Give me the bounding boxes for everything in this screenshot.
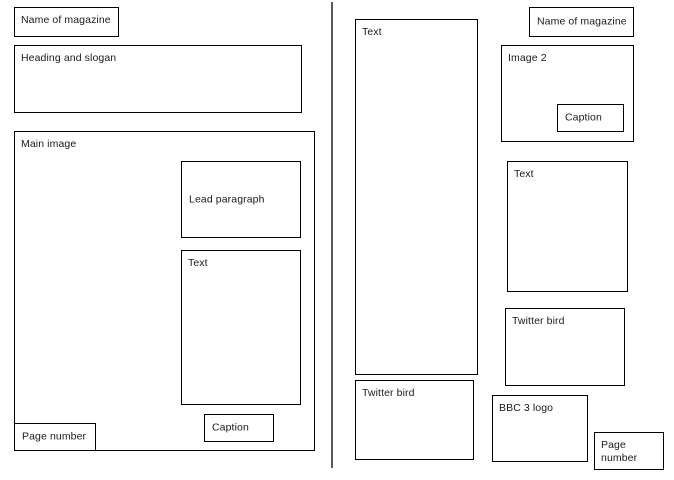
left-page-number-box[interactable]: Page number bbox=[14, 423, 96, 451]
left-lead-paragraph-label: Lead paragraph bbox=[189, 193, 265, 205]
middle-text-box[interactable]: Text bbox=[355, 19, 478, 375]
right-image-two-box[interactable]: Image 2 bbox=[501, 45, 634, 142]
left-masthead-box[interactable]: Name of magazine bbox=[14, 7, 119, 37]
left-caption-box[interactable]: Caption bbox=[204, 414, 274, 442]
right-page-number-box[interactable]: Page number bbox=[594, 432, 664, 470]
middle-twitter-bird-box[interactable]: Twitter bird bbox=[355, 380, 474, 460]
right-twitter-bird-label: Twitter bird bbox=[512, 315, 565, 327]
right-bbc-logo-label: BBC 3 logo bbox=[499, 402, 554, 414]
left-heading-slogan-label: Heading and slogan bbox=[21, 52, 117, 64]
right-text-box[interactable]: Text bbox=[507, 161, 628, 292]
left-text-label: Text bbox=[188, 257, 208, 269]
page-divider bbox=[331, 2, 333, 468]
right-bbc-logo-box[interactable]: BBC 3 logo bbox=[492, 395, 588, 462]
left-lead-paragraph-box[interactable]: Lead paragraph bbox=[181, 161, 301, 238]
right-masthead-box[interactable]: Name of magazine bbox=[529, 7, 634, 37]
right-twitter-bird-box[interactable]: Twitter bird bbox=[505, 308, 625, 386]
right-page-number-label: Page number bbox=[601, 439, 638, 464]
left-caption-label: Caption bbox=[212, 421, 249, 434]
middle-text-label: Text bbox=[362, 26, 382, 38]
right-text-label: Text bbox=[514, 168, 534, 180]
left-masthead-label: Name of magazine bbox=[21, 14, 111, 26]
middle-twitter-bird-label: Twitter bird bbox=[362, 387, 415, 399]
right-image-two-caption-label: Caption bbox=[565, 111, 602, 124]
left-main-image-label: Main image bbox=[21, 138, 77, 150]
right-image-two-label: Image 2 bbox=[508, 52, 547, 64]
right-image-two-caption-box[interactable]: Caption bbox=[557, 104, 624, 132]
left-page-number-label: Page number bbox=[22, 430, 87, 443]
right-masthead-label: Name of magazine bbox=[537, 15, 627, 28]
left-heading-slogan-box[interactable]: Heading and slogan bbox=[14, 45, 302, 113]
left-text-box[interactable]: Text bbox=[181, 250, 301, 405]
